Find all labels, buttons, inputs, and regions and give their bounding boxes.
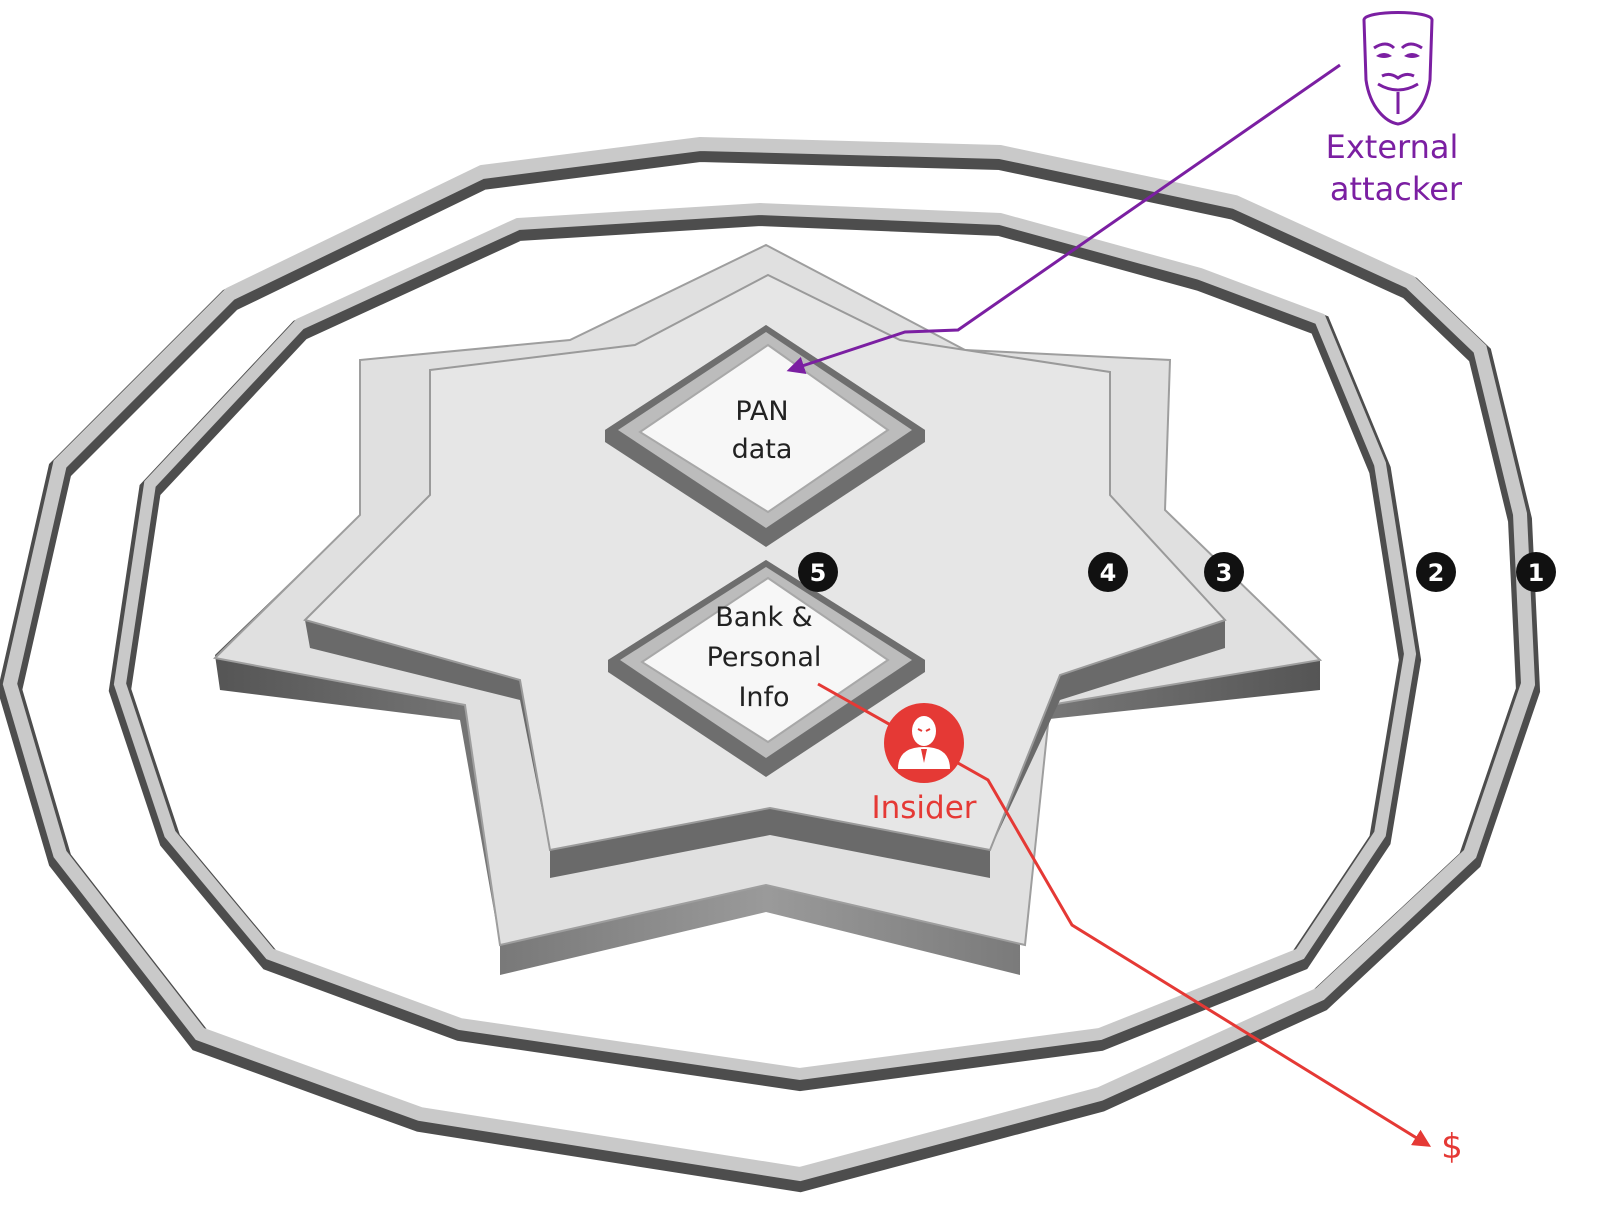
layer-marker-3: 3 [1204, 552, 1244, 592]
insider-person-icon [884, 703, 964, 783]
external-attack-path [786, 63, 1341, 375]
outer-ring-wall-1 [0, 136, 1541, 1193]
insider-label: Insider [871, 790, 976, 826]
layer-marker-3-label: 3 [1216, 559, 1233, 587]
layer-marker-5: 5 [798, 552, 838, 592]
bank-info-label-line2: Personal [707, 642, 822, 673]
exfil-target-label: $ [1441, 1127, 1463, 1167]
external-attacker-label-line1: External [1326, 128, 1459, 166]
layer-marker-2-label: 2 [1428, 559, 1445, 587]
layer-marker-4: 4 [1088, 552, 1128, 592]
layer-marker-5-label: 5 [810, 559, 827, 587]
pan-data-vault: PAN data [605, 325, 925, 547]
layer-marker-4-label: 4 [1100, 559, 1117, 587]
layer-marker-1: 1 [1516, 552, 1556, 592]
ring-wall-2 [108, 202, 1422, 1092]
layer-marker-2: 2 [1416, 552, 1456, 592]
external-attacker-label-line2: attacker [1330, 170, 1463, 208]
bank-info-label-line1: Bank & [715, 602, 812, 633]
bank-info-vault: Bank & Personal Info [608, 560, 925, 777]
pan-data-label-line1: PAN [735, 396, 788, 427]
bank-info-label-line3: Info [738, 682, 789, 713]
guy-fawkes-mask-icon [1362, 11, 1434, 126]
pan-data-label-line2: data [732, 434, 793, 465]
layer-marker-1-label: 1 [1528, 559, 1545, 587]
